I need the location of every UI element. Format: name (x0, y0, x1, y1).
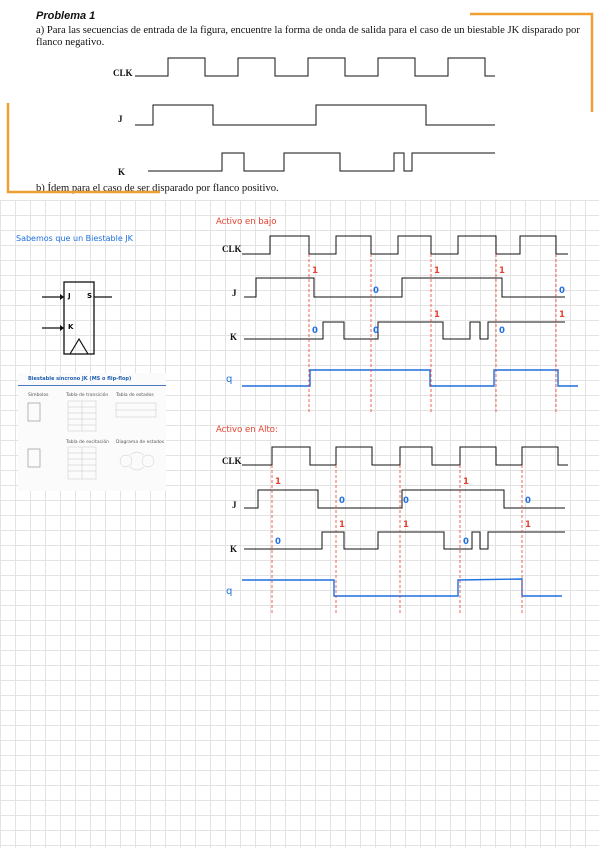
label-j-problem: J (118, 114, 123, 124)
j-wave-low (244, 277, 565, 298)
grid-paper (0, 200, 599, 848)
ff-card-title: Biestable síncrono JK (MS o flip-flop) (28, 376, 132, 382)
problem-text-a: a) Para las secuencias de entrada de la … (36, 25, 580, 48)
mark-high-j3: 0 (403, 496, 409, 506)
clk-wave-problem (135, 57, 495, 77)
j-wave-high (244, 489, 565, 509)
label-k-low: K (230, 332, 238, 342)
j-wave-problem (135, 104, 495, 126)
mini-label-transition: Tabla de transición (66, 393, 109, 398)
mark-low-j2: 0 (373, 286, 379, 296)
q-wave-high (242, 578, 562, 597)
ff-pin-k: K (68, 323, 74, 331)
clk-wave-high (242, 446, 568, 466)
k-wave-problem (148, 152, 495, 172)
mark-high-k5: 1 (525, 520, 531, 530)
q-wave-low (242, 369, 578, 387)
problem-text-b: b) Ídem para el caso de ser disparado po… (36, 183, 279, 194)
mark-high-k1: 0 (275, 537, 281, 547)
mark-high-k3: 1 (403, 520, 409, 530)
k-wave-low (244, 321, 565, 340)
active-high-note: Activo en Alto: (216, 425, 278, 435)
label-q-low: q (226, 374, 233, 385)
mark-low-k4: 0 (499, 326, 505, 336)
mini-label-symbols: Símbolos (28, 393, 49, 398)
mark-low-j1: 1 (312, 266, 318, 276)
active-low-note: Activo en bajo (216, 217, 277, 227)
mark-low-k2: 0 (373, 326, 379, 336)
label-j-low: J (232, 288, 237, 298)
problem-title: Problema 1 (36, 10, 96, 22)
mini-label-states: Tabla de estados (116, 393, 154, 398)
label-clk-high: CLK (222, 456, 242, 466)
label-k-high: K (230, 544, 238, 554)
label-k-problem: K (118, 167, 126, 177)
intro-note: Sabemos que un Biestable JK (16, 234, 133, 243)
ff-pin-s: S (87, 292, 93, 300)
mark-low-j3: 1 (434, 266, 440, 276)
mini-label-excitation: Tabla de excitación (66, 440, 109, 445)
mark-high-j1: 1 (275, 477, 281, 487)
k-wave-high (244, 531, 565, 550)
mark-low-j5: 0 (559, 286, 565, 296)
label-clk-problem: CLK (113, 68, 133, 78)
mark-high-k2: 1 (339, 520, 345, 530)
mark-high-k4: 0 (463, 537, 469, 547)
mark-low-k1: 0 (312, 326, 318, 336)
mark-low-j4: 1 (499, 266, 505, 276)
label-q-high: q (226, 586, 233, 597)
mark-high-j4: 1 (463, 477, 469, 487)
ff-pin-j: J (68, 292, 71, 300)
clk-wave-low (242, 235, 568, 255)
reference-card: Biestable síncrono JK (MS o flip-flop) S… (18, 373, 166, 491)
mark-high-j5: 0 (525, 496, 531, 506)
mini-card-sketch (27, 400, 157, 480)
mark-low-k3: 1 (434, 310, 440, 320)
mini-label-state-diagram: Diagrama de estados (116, 440, 165, 445)
mark-high-j2: 0 (339, 496, 345, 506)
label-j-high: J (232, 500, 237, 510)
mark-low-k5: 1 (559, 310, 565, 320)
label-clk-low: CLK (222, 244, 242, 254)
